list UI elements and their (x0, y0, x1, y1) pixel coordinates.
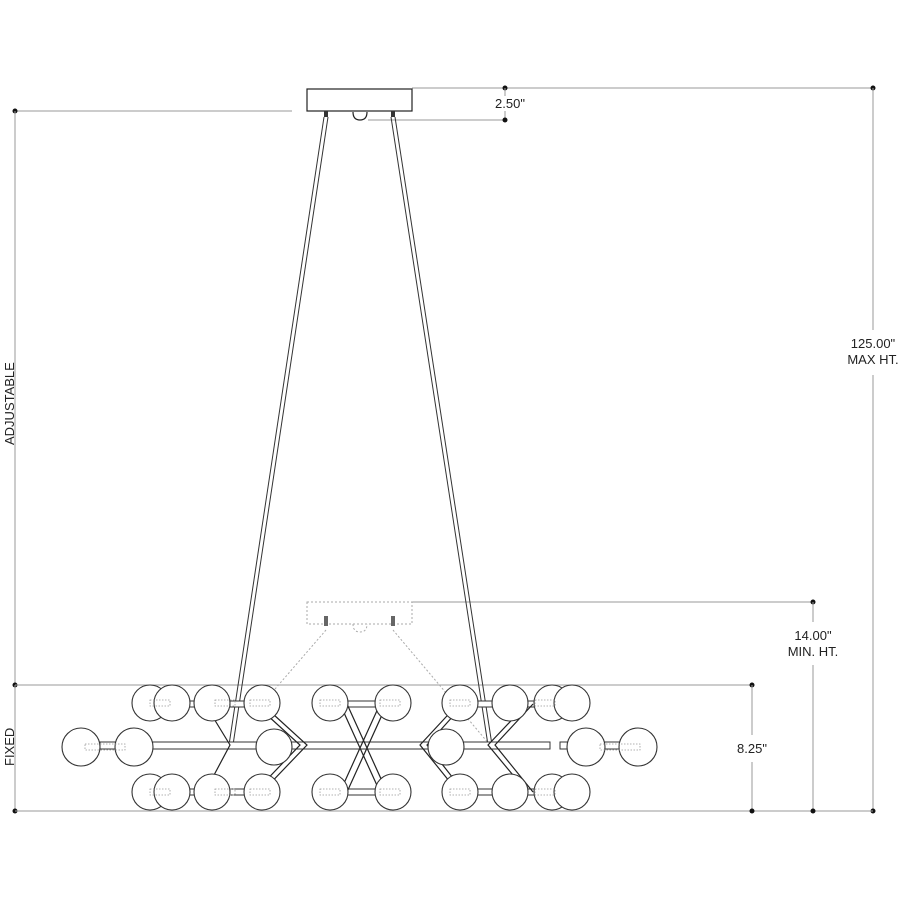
canopy (306, 88, 413, 121)
fixed-label: FIXED (2, 727, 17, 766)
adjustable-label: ADJUSTABLE (2, 362, 17, 445)
min-height-label: MIN. HT. (773, 644, 853, 659)
canopy-height-label: 2.50" (480, 96, 540, 111)
min-height-value: 14.00" (773, 628, 853, 643)
min-height-canopy-ghost (249, 601, 491, 746)
suspension-cables (228, 116, 493, 746)
globes (61, 684, 658, 811)
max-height-label: MAX HT. (833, 352, 900, 367)
dimension-lines (12, 85, 876, 814)
sockets (84, 699, 641, 796)
fixture-height-label: 8.25" (727, 741, 777, 756)
max-height-value: 125.00" (833, 336, 900, 351)
